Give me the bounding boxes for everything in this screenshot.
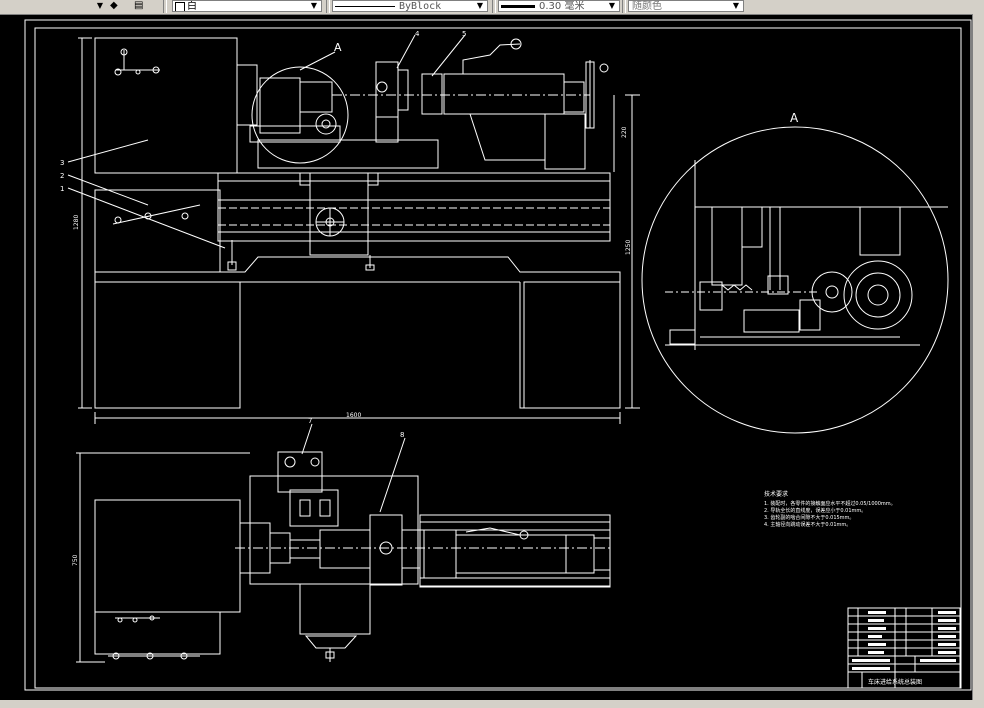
linetype-value: ByBlock <box>399 1 442 12</box>
layer-color-value: 白 <box>187 1 197 12</box>
plot-style-select[interactable]: 随颜色 <box>628 0 744 12</box>
toolbar-separator <box>622 0 626 13</box>
chevron-down-icon[interactable]: ▼ <box>608 1 616 10</box>
note-line: 1. 装配时，各零件的接触面应水平不超过0.05/1000mm。 <box>764 500 896 507</box>
note-line: 3. 齿轮副的啮合间隙不大于0.015mm。 <box>764 514 854 521</box>
detail-view-a <box>641 126 949 434</box>
dimension-height-upper: 220 <box>621 126 628 138</box>
part-label-1: 1 <box>60 185 64 193</box>
layer-state-icon[interactable]: ◆ <box>110 0 118 11</box>
linetype-preview-icon <box>335 6 395 7</box>
lineweight-select[interactable]: 0.30 毫米 <box>498 0 620 12</box>
dimension-width: 1600 <box>346 412 361 419</box>
part-label-2: 2 <box>60 172 64 180</box>
toolbar-separator <box>326 0 330 13</box>
chevron-down-icon[interactable]: ▼ <box>310 1 318 10</box>
linetype-select[interactable]: ByBlock <box>332 0 488 12</box>
note-line: 2. 导轨全长的直线度，误差应小于0.01mm。 <box>764 507 866 514</box>
toolbar-separator <box>163 0 167 13</box>
horizontal-scrollbar[interactable] <box>0 700 973 708</box>
lineweight-preview-icon <box>501 5 535 8</box>
detail-label-small: A <box>334 41 342 54</box>
part-label-5: 5 <box>462 30 466 38</box>
dimension-height-right: 1250 <box>625 240 632 255</box>
plot-style-value: 随颜色 <box>632 1 662 12</box>
vertical-scrollbar[interactable] <box>972 14 984 708</box>
title-block-name: 车床进给系统总装图 <box>868 678 922 686</box>
part-label-7: 7 <box>308 417 312 425</box>
part-label-4: 4 <box>415 30 420 38</box>
drawing-frame <box>24 19 972 691</box>
detail-label-circle: A <box>790 111 799 125</box>
note-line: 4. 主轴径向跳动误差不大于0.01mm。 <box>764 521 851 528</box>
notes-title: 技术要求 <box>764 490 788 498</box>
chevron-down-icon[interactable]: ▼ <box>732 1 740 10</box>
title-block <box>847 607 961 689</box>
dimension-plan-height: 750 <box>72 554 79 566</box>
properties-toolbar: ▼ ◆ ▤ 白 ▼ ByBlock ▼ 0.30 毫米 ▼ 随颜色 ▼ <box>0 0 984 15</box>
front-view <box>67 34 640 424</box>
plan-view-labels: 7 8 750 <box>72 417 404 566</box>
part-label-8: 8 <box>400 431 404 439</box>
plan-view <box>76 423 612 663</box>
chevron-down-icon[interactable]: ▼ <box>476 1 484 10</box>
layer-stack-icon[interactable]: ▤ <box>134 0 144 11</box>
toolbar-separator <box>492 0 496 13</box>
dropdown-arrow-icon[interactable]: ▼ <box>96 1 104 10</box>
front-view-labels: 3 2 1 4 5 A 1600 1280 1250 220 <box>60 30 632 419</box>
layer-color-select[interactable]: 白 <box>172 0 322 12</box>
technical-notes: 技术要求 1. 装配时，各零件的接触面应水平不超过0.05/1000mm。 2.… <box>764 490 896 528</box>
drawing-canvas[interactable]: 3 2 1 4 5 A 1600 1280 1250 220 A <box>0 15 972 705</box>
dimension-height-left: 1280 <box>73 215 80 230</box>
part-label-3: 3 <box>60 159 64 167</box>
lineweight-value: 0.30 毫米 <box>539 1 585 12</box>
title-block-fills <box>852 611 956 670</box>
color-swatch-icon <box>175 2 185 11</box>
